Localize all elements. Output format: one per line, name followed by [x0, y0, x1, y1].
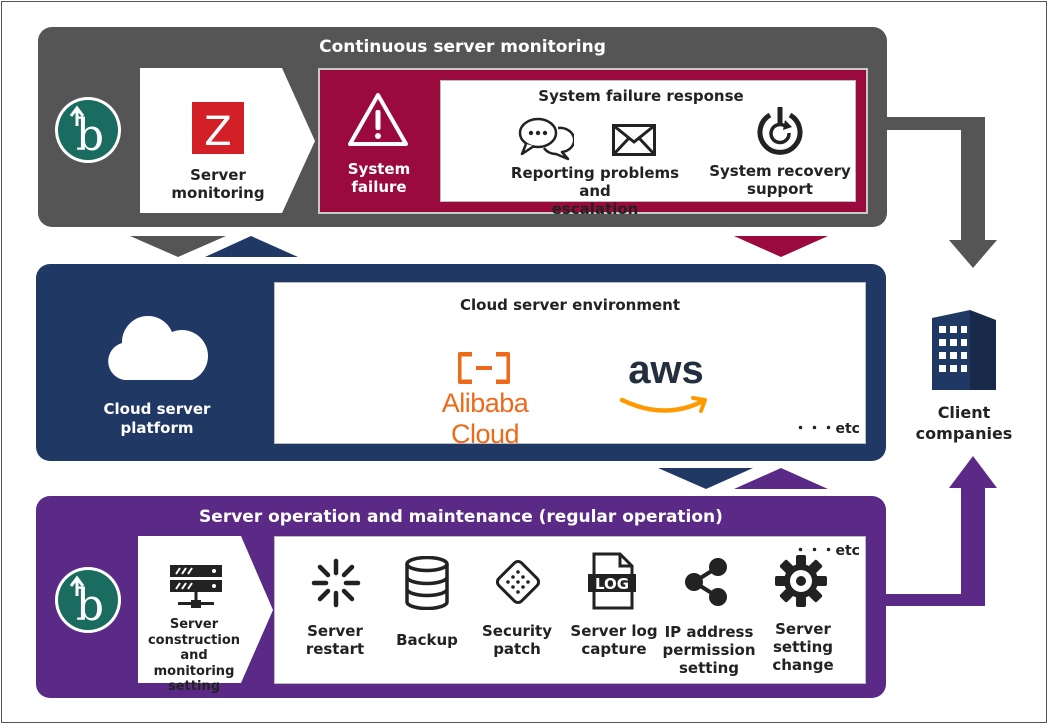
up-arrow-purple: [734, 468, 828, 489]
reporting-label: Reporting problems and escalation: [510, 164, 680, 218]
svg-text:b: b: [76, 110, 104, 161]
client-companies-label: Client companies: [915, 403, 1013, 443]
up-arrow-navy: [205, 236, 298, 257]
gear-icon: [775, 555, 827, 607]
envelope-icon: [612, 124, 656, 156]
operation-to-client-arrow: [860, 456, 997, 606]
cloud-platform-label: Cloud server platform: [103, 400, 211, 437]
zabbix-z-icon: Z: [192, 102, 244, 154]
down-arrow-navy: [658, 468, 753, 489]
logo-b-icon-bottom: b: [55, 567, 121, 633]
recovery-label: System recovery support: [709, 162, 851, 198]
svg-text:LOG: LOG: [595, 575, 629, 593]
security-patch-icon: [495, 559, 541, 605]
monitoring-title: Continuous server monitoring: [319, 37, 606, 57]
monitoring-to-client-arrow: [860, 117, 997, 268]
alibaba-cloud-text: Alibaba Cloud: [441, 388, 529, 449]
restart-icon: [311, 558, 361, 608]
server-construction-label: Server construction and monitoring setti…: [147, 617, 241, 694]
svg-text:Z: Z: [204, 109, 231, 154]
power-recovery-icon: [757, 107, 803, 155]
alibaba-logo-icon: [458, 352, 510, 384]
operation-etc: ・・・etc: [793, 543, 861, 559]
share-icon: [685, 558, 727, 606]
operation-items-box: [274, 536, 866, 684]
item-server-restart-label: Server restart: [305, 622, 365, 658]
cloud-env-title: Cloud server environment: [460, 296, 680, 314]
chat-bubbles-icon: [518, 117, 574, 161]
item-setting-change-label: Server setting change: [772, 620, 834, 674]
log-file-icon: LOG: [588, 552, 636, 610]
item-backup-label: Backup: [396, 631, 458, 649]
warning-icon: [348, 93, 408, 146]
cloud-etc: ・・・etc: [793, 421, 861, 437]
logo-b-icon: b: [55, 97, 121, 163]
database-icon: [405, 556, 449, 610]
down-arrow-red: [734, 236, 828, 257]
server-rack-icon: [170, 565, 222, 608]
cloud-env-box: [274, 282, 866, 444]
office-building-icon: [932, 310, 996, 390]
item-server-log-label: Server log capture: [570, 622, 658, 658]
svg-text:b: b: [76, 580, 104, 631]
down-arrow-gray: [130, 236, 226, 257]
aws-smile-icon: [619, 396, 707, 413]
server-monitoring-label: Server monitoring: [171, 166, 265, 202]
system-failure-label: System failure: [347, 160, 411, 196]
item-security-patch-label: Security patch: [481, 622, 553, 658]
operation-title: Server operation and maintenance (regula…: [199, 507, 723, 527]
cloud-icon: [108, 315, 208, 380]
aws-text: aws: [628, 348, 704, 392]
item-ip-permission-label: IP address permission setting: [662, 623, 756, 677]
failure-response-title: System failure response: [538, 87, 744, 105]
